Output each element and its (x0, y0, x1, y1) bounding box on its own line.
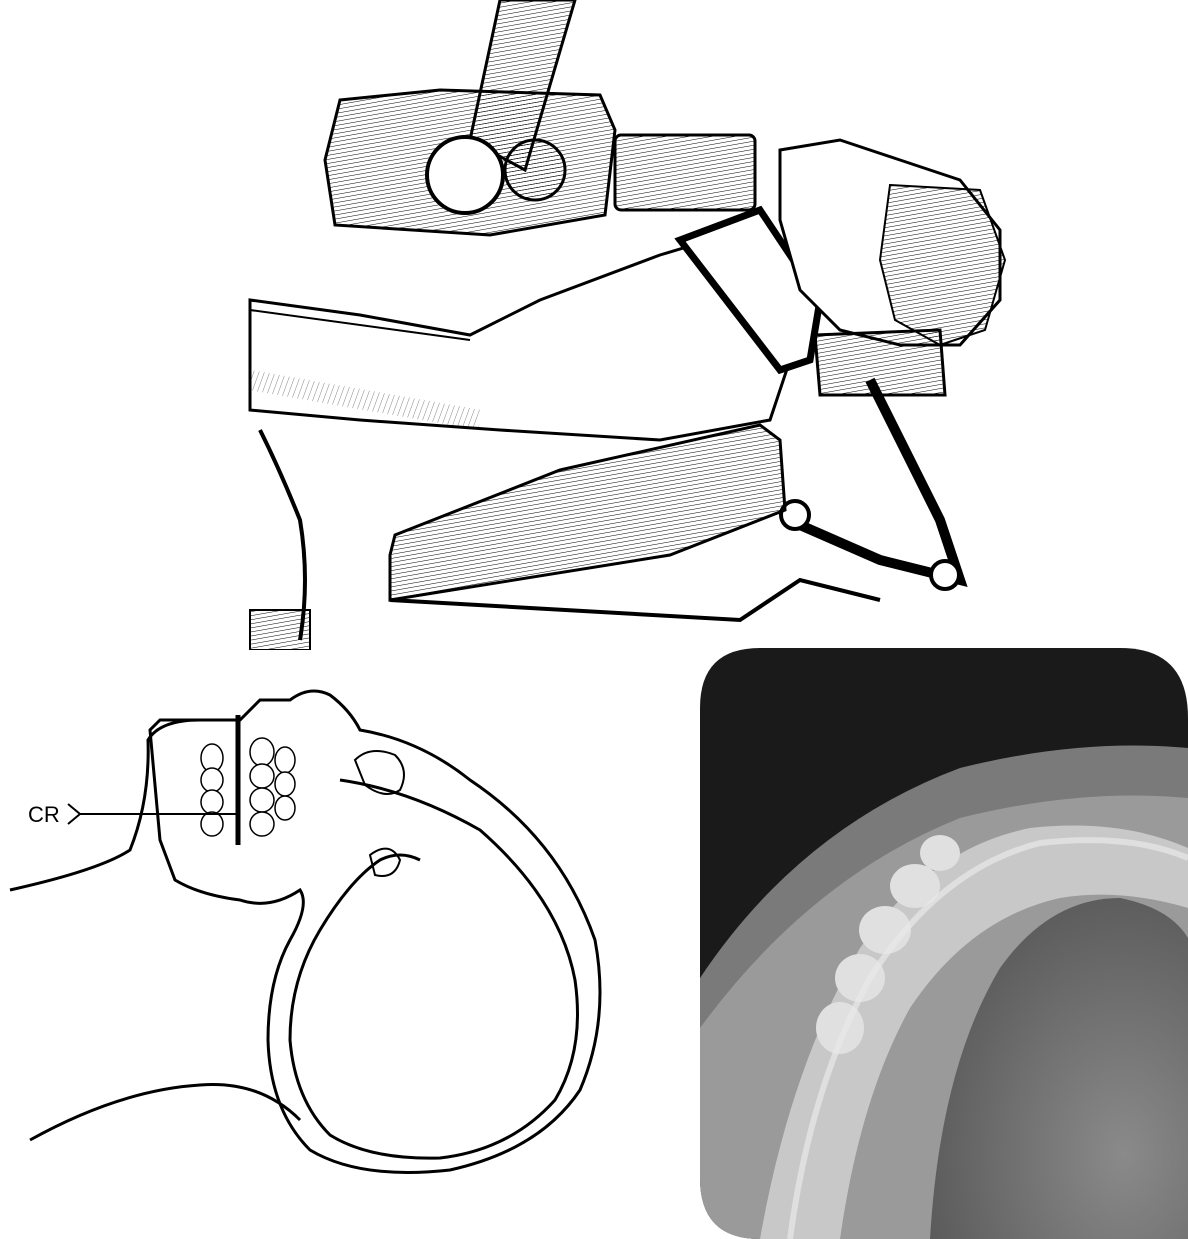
head-rest (815, 330, 945, 395)
skull-lateral-diagram: CR (0, 680, 640, 1200)
patient-supine-xray-icon (240, 0, 1030, 650)
hair (880, 185, 1005, 345)
support-bracket (800, 380, 960, 580)
central-ray-arrow (68, 804, 80, 824)
occlusal-radiograph (700, 648, 1188, 1239)
table-frame (260, 430, 305, 640)
mandible-radiograph-icon (700, 648, 1188, 1239)
collimator-cone (615, 135, 755, 210)
teeth (201, 738, 295, 836)
central-ray-label: CR (28, 802, 60, 827)
patient-positioning-illustration (240, 0, 1030, 650)
skull-lateral-outline-icon: CR (0, 680, 640, 1200)
neck-outline (30, 1084, 300, 1140)
shoulder-pad (390, 425, 785, 600)
